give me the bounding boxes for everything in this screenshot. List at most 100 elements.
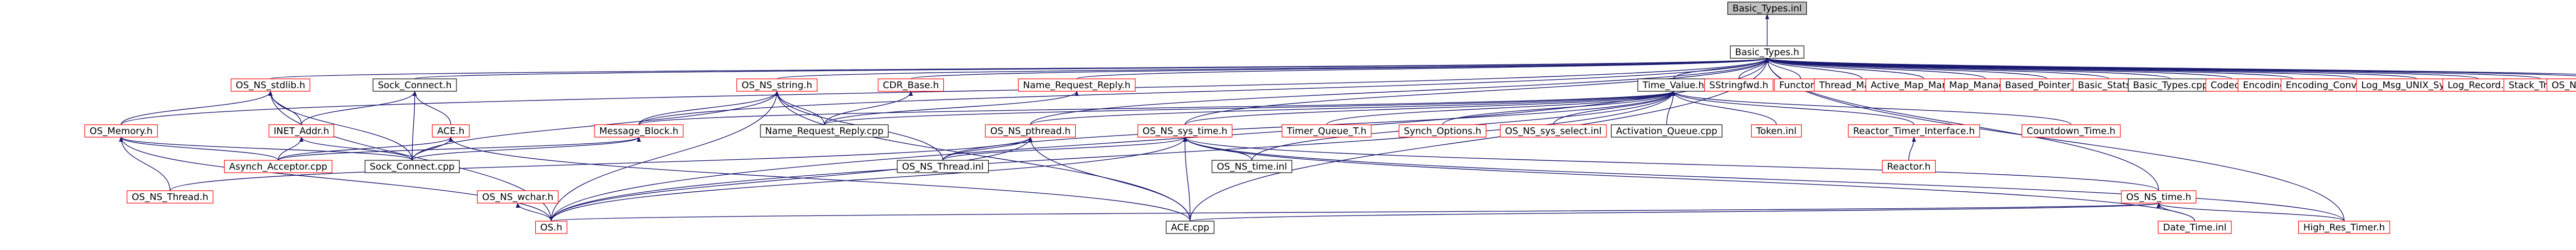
node-layer: Basic_Types.inlBasic_Types.hOS_NS_stdlib… — [84, 2, 2576, 234]
node-label: Basic_Stats.h — [2078, 80, 2140, 91]
node-nrrh[interactable]: Name_Request_Reply.h — [1018, 78, 1136, 92]
node-label: OS_NS_Thread.h — [132, 192, 209, 203]
edge-msgblock-to-nsstring — [638, 91, 779, 125]
edge-sampleh-to-bt — [1765, 58, 2576, 75]
node-osh[interactable]: OS.h — [535, 221, 568, 234]
node-osthread[interactable]: OS_NS_Thread.h — [126, 190, 214, 204]
node-rsacceptor[interactable]: Asynch_Acceptor.cpp — [224, 160, 333, 173]
node-sockcpp[interactable]: Sock_Connect.cpp — [364, 160, 460, 173]
edge-osh-to-nspthread — [551, 137, 1032, 222]
node-box — [1704, 78, 1774, 92]
node-box — [364, 160, 460, 173]
edge-nsstdlib-to-bt — [270, 58, 1769, 79]
node-box — [535, 221, 568, 234]
edge-reactortimer-to-timevalue — [1671, 91, 1914, 125]
node-box — [896, 160, 989, 173]
edge-sockcpp-to-msgblock — [412, 137, 641, 161]
edge-osthread-to-osmemory — [119, 137, 171, 191]
node-actq[interactable]: Activation_Queue.cpp — [1611, 124, 1723, 138]
node-msgblock[interactable]: Message_Block.h — [594, 124, 684, 138]
edge-sockcpp-to-nsstdlib — [268, 91, 413, 161]
node-reactortimer[interactable]: Reactor_Timer_Interface.h — [1848, 124, 1980, 138]
edge-acecpp-to-aceh — [449, 137, 1191, 222]
node-box — [477, 190, 559, 204]
node-timequeue[interactable]: Timer_Queue_T.h — [1281, 124, 1372, 138]
node-nswchar[interactable]: OS_NS_wchar.h — [477, 190, 559, 204]
node-hrtimer[interactable]: High_Res_Timer.h — [2298, 221, 2391, 234]
node-label: Basic_Types.h — [1735, 47, 1800, 58]
node-tokeninl[interactable]: Token.inl — [1751, 124, 1802, 138]
node-label: INET_Addr.h — [274, 126, 329, 137]
node-box — [2121, 190, 2197, 204]
node-timeinl[interactable]: OS_NS_time.inl — [1211, 160, 1293, 173]
edge-cdrbase-to-bt — [910, 58, 1769, 79]
edge-sysselect-to-timevalue — [1553, 91, 1675, 125]
edge-nrrcpp-to-cdrbase — [824, 91, 913, 125]
node-label: OS_NS_time.inl — [1217, 161, 1287, 172]
node-osmemory[interactable]: OS_Memory.h — [84, 124, 158, 138]
edge-threadinl-to-nspthread — [942, 137, 1032, 161]
node-nsstdlib[interactable]: OS_NS_stdlib.h — [230, 78, 311, 92]
node-nsstring[interactable]: OS_NS_string.h — [736, 78, 818, 92]
node-label: OS_NS_sys_sendfile.h — [2552, 80, 2576, 91]
edge-timequeue-to-timevalue — [1326, 91, 1675, 125]
node-acecpp[interactable]: ACE.cpp — [1165, 221, 1215, 234]
node-box — [432, 124, 470, 138]
node-logrecord[interactable]: Log_Record.h — [2442, 78, 2515, 92]
edge-nrrcpp-to-nsstring — [775, 91, 825, 125]
node-nrrcpp[interactable]: Name_Request_Reply.cpp — [760, 124, 889, 138]
node-box — [372, 78, 457, 92]
node-btcpp[interactable]: Basic_Types.cpp — [2128, 78, 2213, 92]
node-countdown[interactable]: Countdown_Time.h — [2021, 124, 2121, 138]
node-bt[interactable]: Basic_Types.h — [1730, 45, 1805, 59]
node-synchopt[interactable]: Synch_Options.h — [1398, 124, 1487, 138]
node-label: Activation_Queue.cpp — [1616, 126, 1718, 137]
node-box — [224, 160, 333, 173]
edge-osh-to-nsstring — [551, 91, 779, 222]
node-sockconn[interactable]: Sock_Connect.h — [372, 78, 457, 92]
node-aceh[interactable]: ACE.h — [432, 124, 470, 138]
node-nstime[interactable]: OS_NS_time.h — [2121, 190, 2197, 204]
node-cdrbase[interactable]: CDR_Base.h — [877, 78, 944, 92]
node-box — [2158, 221, 2232, 234]
node-box — [126, 190, 214, 204]
edge-nrrh-to-bt — [1076, 58, 1769, 79]
node-box — [1882, 160, 1936, 173]
edge-nspthread-to-timevalue — [1030, 91, 1675, 125]
node-datetime[interactable]: Date_Time.inl — [2158, 221, 2232, 234]
node-inetaddr[interactable]: INET_Addr.h — [268, 124, 334, 138]
node-box — [2021, 124, 2121, 138]
node-root[interactable]: Basic_Types.inl — [1727, 2, 1807, 15]
node-label: Message_Block.h — [599, 126, 679, 137]
node-box — [594, 124, 684, 138]
node-box — [1727, 2, 1807, 15]
node-label: Basic_Types.cpp — [2133, 80, 2208, 91]
node-sysselect[interactable]: OS_NS_sys_select.inl — [1500, 124, 1607, 138]
edge-sockconn-to-bt — [414, 58, 1769, 79]
node-sstringfwd[interactable]: SStringfwd.h — [1704, 78, 1774, 92]
node-label: Countdown_Time.h — [2027, 126, 2115, 137]
edge-nstime-to-systime — [1183, 137, 2159, 191]
node-sysfile[interactable]: OS_NS_sys_sendfile.h — [2546, 78, 2576, 92]
node-label: Basic_Types.inl — [1733, 3, 1802, 14]
node-box — [230, 78, 311, 92]
node-label: Date_Time.inl — [2163, 222, 2226, 233]
node-box — [1165, 221, 1215, 234]
edge-osh-to-systime — [551, 137, 1187, 222]
node-label: Name_Request_Reply.cpp — [765, 126, 884, 137]
node-label: CDR_Base.h — [883, 80, 939, 91]
node-timevalue[interactable]: Time_Value.h — [1637, 78, 1709, 92]
edge-osthread-to-nspthread — [170, 137, 1032, 191]
edge-aceh-to-sockconn — [413, 91, 451, 125]
node-label: High_Res_Timer.h — [2303, 222, 2385, 233]
node-nspthread[interactable]: OS_NS_pthread.h — [985, 124, 1076, 138]
node-label: Timer_Queue_T.h — [1286, 126, 1367, 137]
node-reactorh[interactable]: Reactor.h — [1882, 160, 1936, 173]
edge-encconfac-to-bt — [1765, 58, 2356, 79]
node-threadinl[interactable]: OS_NS_Thread.inl — [896, 160, 989, 173]
node-systime[interactable]: OS_NS_sys_time.h — [1137, 124, 1233, 138]
node-label: Functor.h — [1779, 80, 1822, 91]
node-label: Name_Request_Reply.h — [1023, 80, 1131, 91]
edge-basedptr-to-bt — [1765, 58, 2047, 79]
